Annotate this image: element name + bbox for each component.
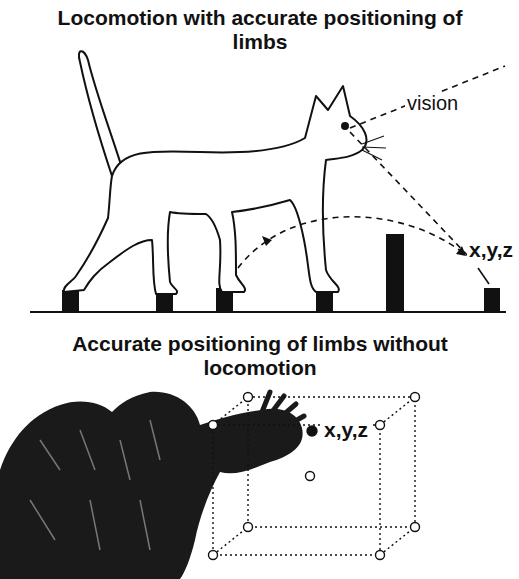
coordinate-label: x,y,z	[322, 418, 370, 442]
chimpanzee	[0, 392, 304, 579]
ground-line	[30, 311, 506, 313]
cat	[64, 51, 367, 294]
section-heading: Locomotion with accurate positioning of …	[40, 6, 480, 53]
vision-lines	[238, 66, 505, 268]
coordinate-label: x,y,z	[467, 238, 515, 262]
leader-line	[478, 268, 489, 284]
annotation: vision	[405, 92, 460, 114]
arrow-head	[456, 246, 466, 256]
section-heading: Accurate positioning of limbs without lo…	[40, 332, 480, 379]
cube	[213, 397, 415, 555]
arrow-head	[262, 236, 272, 246]
cube-points	[209, 393, 420, 560]
